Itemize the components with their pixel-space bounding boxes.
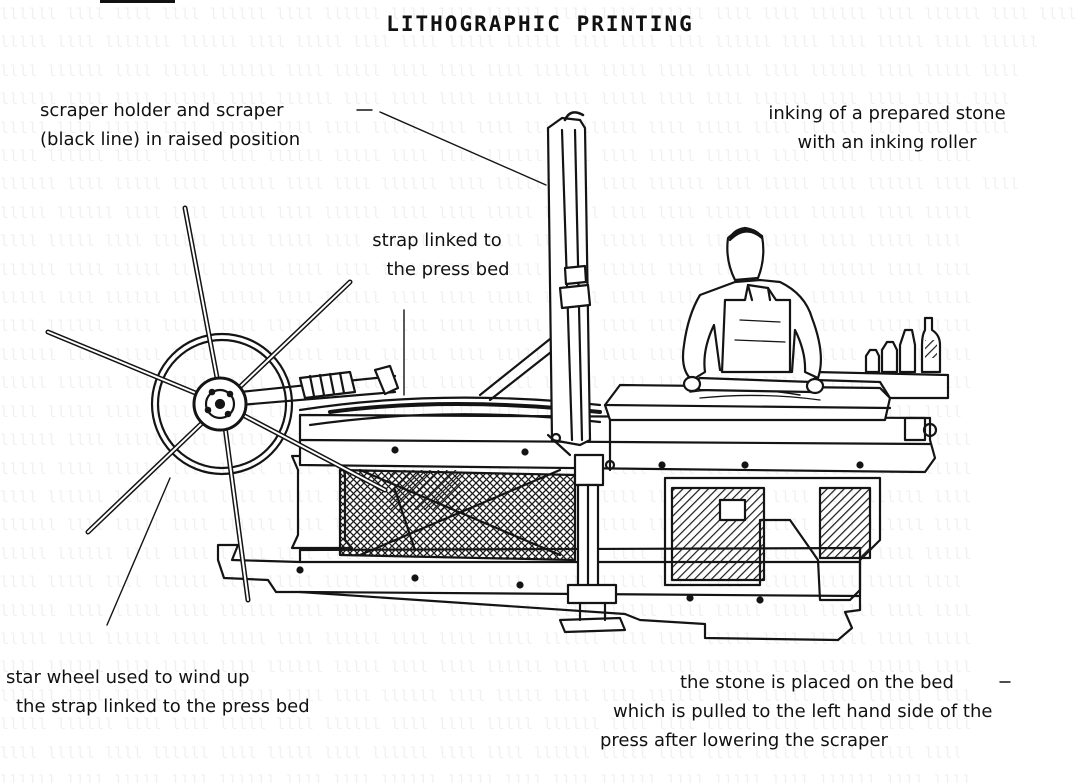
wheel-axle — [238, 364, 400, 407]
press-bed-stone — [603, 383, 938, 442]
press-frame-beam — [296, 413, 937, 604]
lower-frame — [338, 468, 577, 562]
top-rule — [100, 0, 175, 3]
ink-shelf — [813, 316, 950, 400]
scraper-upright — [546, 111, 592, 457]
figure-title: LITHOGRAPHIC PRINTING — [386, 12, 694, 36]
leader-lines — [106, 109, 1011, 683]
label-scraper-holder: scraper holder and scraper (black line) … — [40, 100, 301, 150]
label-inking-stone: inking of a prepared stone with an inkin… — [768, 103, 1006, 153]
scraper-screw-column — [558, 453, 627, 634]
label-stone-bed: the stone is placed on the bed which is … — [600, 672, 993, 751]
right-pedestal — [663, 476, 882, 602]
label-star-wheel: star wheel used to wind up the strap lin… — [6, 667, 310, 717]
star-wheel — [45, 205, 388, 603]
inking-roller — [682, 375, 825, 395]
label-strap: strap linked to the press bed — [372, 230, 510, 280]
pressman-figure — [681, 226, 823, 382]
